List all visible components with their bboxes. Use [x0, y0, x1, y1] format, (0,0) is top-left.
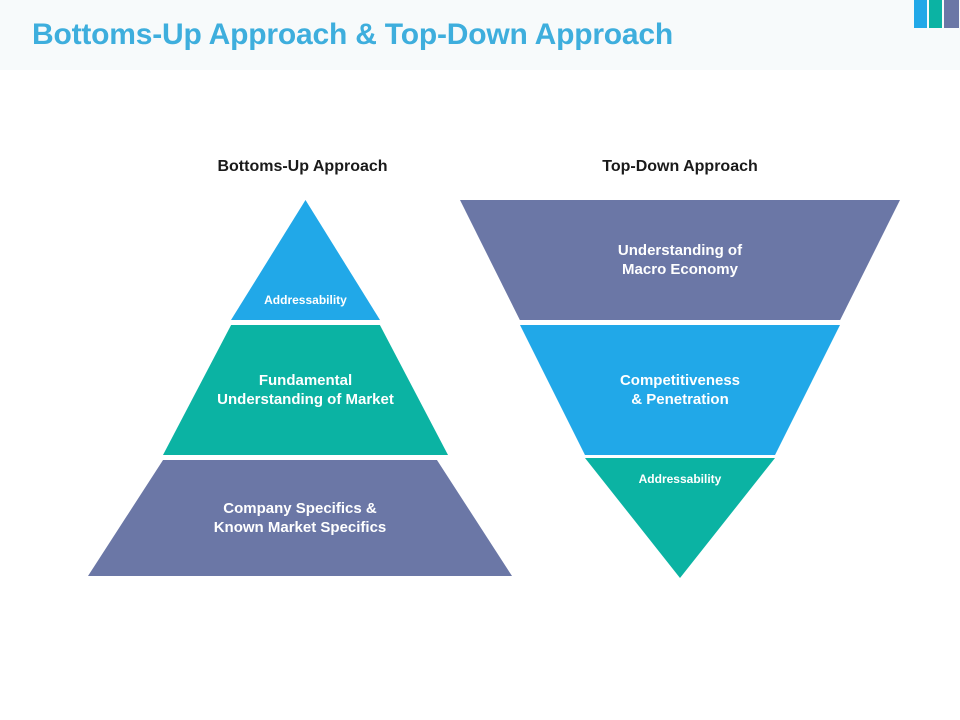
stage-label: Company Specifics &Known Market Specific… — [213, 499, 387, 536]
top-down-stage-competitiveness[interactable]: Competitiveness& Penetration — [520, 325, 840, 455]
corner-bar-slate-icon — [944, 0, 959, 28]
bottoms-up-stage-company-specifics[interactable]: Company Specifics &Known Market Specific… — [88, 460, 512, 576]
top-down-stage-addressability[interactable]: Addressability — [585, 458, 775, 578]
stage-label: Competitiveness& Penetration — [619, 371, 741, 408]
stage-label: Addressability — [264, 292, 347, 307]
bottoms-up-stage-addressability[interactable]: Addressability — [231, 200, 380, 320]
corner-bar-teal-icon — [929, 0, 942, 28]
corner-decoration — [914, 0, 960, 28]
header-band — [0, 0, 960, 70]
page-title: Bottoms-Up Approach & Top-Down Approach — [32, 18, 674, 51]
top-down-diagram-title: Top-Down Approach — [602, 158, 758, 175]
stage-label: Addressability — [638, 472, 722, 486]
bottoms-up-diagram-title: Bottoms-Up Approach — [217, 158, 388, 175]
corner-bar-blue-icon — [914, 0, 927, 28]
